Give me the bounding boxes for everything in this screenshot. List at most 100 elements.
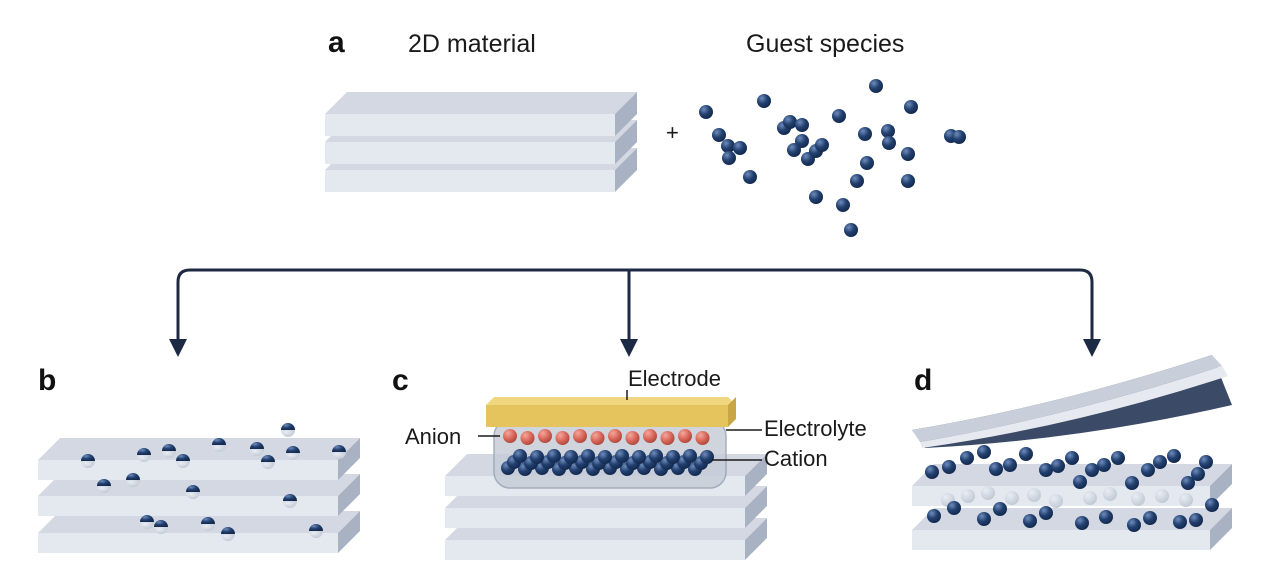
exfoliated-sheet: [912, 355, 1232, 448]
guest-atom-faded: [1027, 488, 1041, 502]
peel-edge: [920, 366, 1228, 448]
sheet-side-face: [1210, 508, 1232, 550]
guest-atom-faded: [961, 489, 975, 503]
intercalated-guest: [281, 423, 295, 437]
guest-atom: [989, 462, 1003, 476]
guest-atom: [795, 134, 809, 148]
guest-atom: [904, 100, 918, 114]
sheet-top-face: [325, 92, 637, 114]
sheet-front-face: [325, 170, 615, 192]
guest-atom: [1023, 514, 1037, 528]
sheet-top-face: [38, 511, 360, 533]
sheet-side-face: [615, 92, 637, 136]
electrolyte-label: Electrolyte: [764, 416, 867, 441]
guest-atom: [1167, 449, 1181, 463]
intercalated-guest: [309, 524, 323, 538]
guest-atom: [1073, 475, 1087, 489]
material-title: 2D material: [408, 30, 536, 58]
peel-top-surface: [912, 355, 1222, 442]
cation-ion: [564, 450, 578, 464]
guest-bottom-half: [309, 531, 323, 538]
guest-atom: [860, 156, 874, 170]
guest-atom: [815, 138, 829, 152]
intercalated-guest: [154, 520, 168, 534]
intercalated-guest: [176, 454, 190, 468]
guest-atom: [1019, 447, 1033, 461]
intercalated-guest: [261, 455, 275, 469]
guest-atom: [1075, 516, 1089, 530]
guest-atom-faded: [1005, 491, 1019, 505]
guest-bottom-half: [81, 461, 95, 468]
guest-atom: [901, 174, 915, 188]
cation-label: Cation: [764, 446, 828, 471]
sheet-front-face: [325, 142, 615, 164]
guest-bottom-half: [281, 430, 295, 437]
guest-bottom-half: [154, 527, 168, 534]
guest-atom: [1141, 463, 1155, 477]
guest-atom: [1127, 518, 1141, 532]
electrode-side: [728, 397, 736, 427]
guest-atom-faded: [1155, 489, 1169, 503]
guest-atom: [881, 124, 895, 138]
guest-bottom-half: [250, 449, 264, 456]
sheet-side-face: [615, 120, 637, 164]
guest-atom: [850, 174, 864, 188]
panel-letter-b: b: [38, 364, 56, 397]
plus-sign: +: [666, 120, 679, 145]
anion-ion: [538, 429, 552, 443]
intercalated-guest: [332, 445, 346, 459]
anion-ion: [643, 429, 657, 443]
guest-atom: [1181, 476, 1195, 490]
guest-atom: [925, 465, 939, 479]
electrochemical-cell: [486, 397, 736, 489]
anion-ion: [678, 429, 692, 443]
guest-top-half: [261, 455, 275, 462]
sheet-front-face: [38, 496, 338, 516]
sheet-side-face: [338, 511, 360, 553]
cation-ion: [598, 450, 612, 464]
intercalated-guest: [250, 442, 264, 456]
guest-atom: [960, 451, 974, 465]
guest-top-half: [201, 517, 215, 524]
sheet-d-2: [912, 508, 1232, 550]
guest-top-half: [126, 473, 140, 480]
sheet-side-face: [615, 148, 637, 192]
anion-row: [503, 429, 710, 445]
sheet-side-face: [338, 438, 360, 480]
guest-atom: [1097, 458, 1111, 472]
cation-ion: [547, 449, 561, 463]
guest-atom: [947, 501, 961, 515]
intercalated-guest: [186, 485, 200, 499]
guest-bottom-half: [201, 524, 215, 531]
panel-letter-c: c: [392, 364, 409, 397]
sheet-a-1: [325, 92, 637, 136]
guest-atom: [783, 115, 797, 129]
anion-label: Anion: [405, 424, 461, 449]
branch-line: [176, 268, 1094, 350]
guest-top-half: [283, 494, 297, 501]
guest-atom: [901, 147, 915, 161]
cation-ion: [683, 449, 697, 463]
guest-atom: [1153, 455, 1167, 469]
sheet-side-face: [745, 486, 767, 528]
guest-atom: [1111, 451, 1125, 465]
guest-top-half: [162, 444, 176, 451]
sheet-front-face: [325, 114, 615, 136]
intercalated-guests-d: [925, 445, 1219, 532]
electrode-front: [486, 405, 728, 427]
guest-atom: [993, 502, 1007, 516]
anion-ion: [520, 431, 535, 445]
guest-bottom-half: [176, 461, 190, 468]
sheet-front-face: [445, 508, 745, 528]
sheet-side-face: [745, 454, 767, 496]
guest-top-half: [81, 454, 95, 461]
guest-atom-faded: [1103, 487, 1117, 501]
guest-atom: [699, 105, 713, 119]
guest-atom: [787, 143, 801, 157]
anion-ion: [503, 429, 517, 443]
guest-atom: [809, 190, 823, 204]
guest-bottom-half: [162, 451, 176, 458]
guest-top-half: [154, 520, 168, 527]
guest-bottom-half: [286, 453, 300, 460]
material-stack-a: [325, 92, 637, 192]
